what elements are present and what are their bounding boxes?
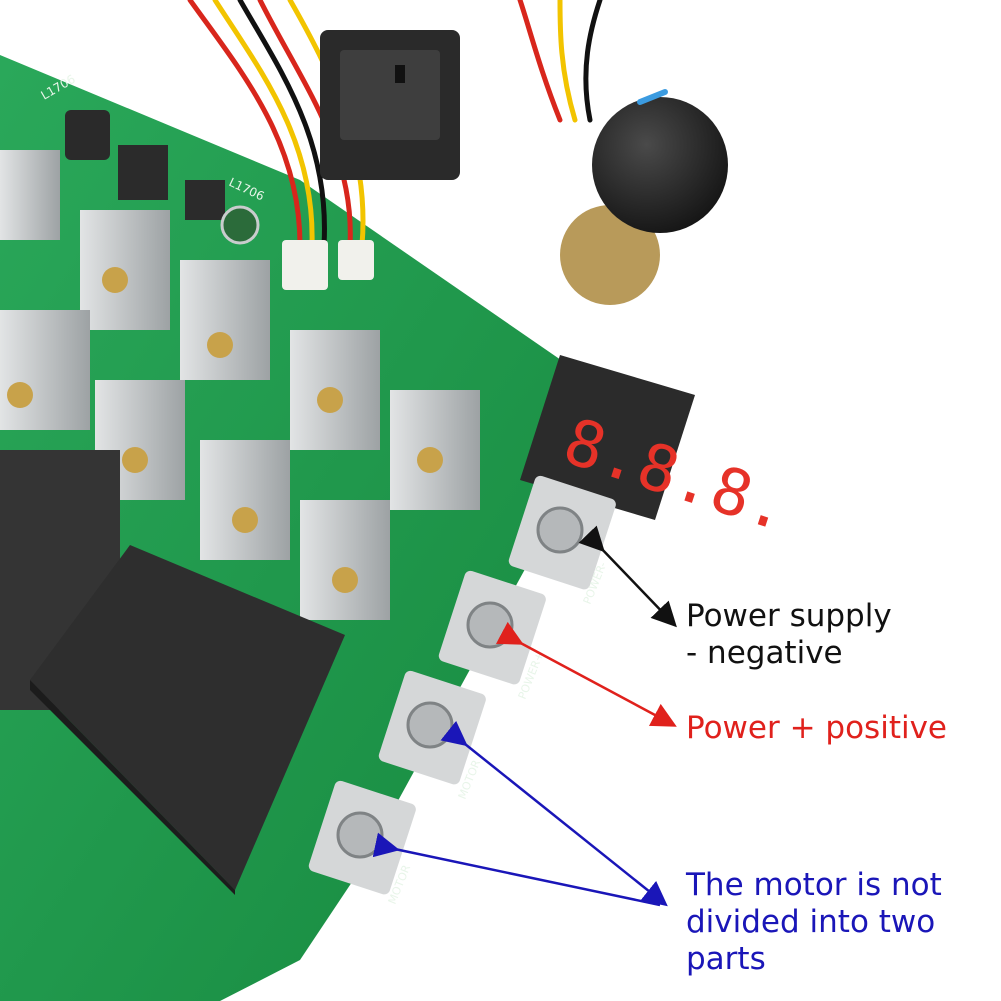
- callout-power-negative-line1: Power supply: [686, 598, 892, 634]
- callout-power-negative-line2: - negative: [686, 635, 843, 671]
- callout-power-positive: Power + positive: [686, 710, 947, 747]
- regulator-chip: [185, 180, 225, 220]
- inductor: [65, 110, 110, 160]
- callout-power-positive-line1: Power + positive: [686, 710, 948, 746]
- wire-bundle: [187, 0, 603, 248]
- callout-motor-line1: The motor is not: [686, 867, 942, 903]
- heatsink-array: [0, 150, 480, 620]
- callout-motor: The motor is not divided into two parts: [686, 867, 942, 978]
- callout-power-negative: Power supply - negative: [686, 598, 892, 672]
- arrow-positive: [495, 621, 677, 727]
- connector-left: [282, 240, 328, 290]
- arrow-motor-2: [372, 832, 661, 907]
- arrow-motor-1: [440, 720, 668, 907]
- rocker-switch: [320, 30, 460, 180]
- arrow-negative: [578, 525, 677, 628]
- callout-motor-line2: divided into two: [686, 904, 936, 940]
- potentiometer-knob: [560, 89, 728, 305]
- ic-chip: [118, 145, 168, 200]
- callout-motor-line3: parts: [686, 941, 766, 977]
- connector-right: [338, 240, 374, 280]
- capacitor: [220, 205, 260, 245]
- relay-main: [30, 545, 345, 895]
